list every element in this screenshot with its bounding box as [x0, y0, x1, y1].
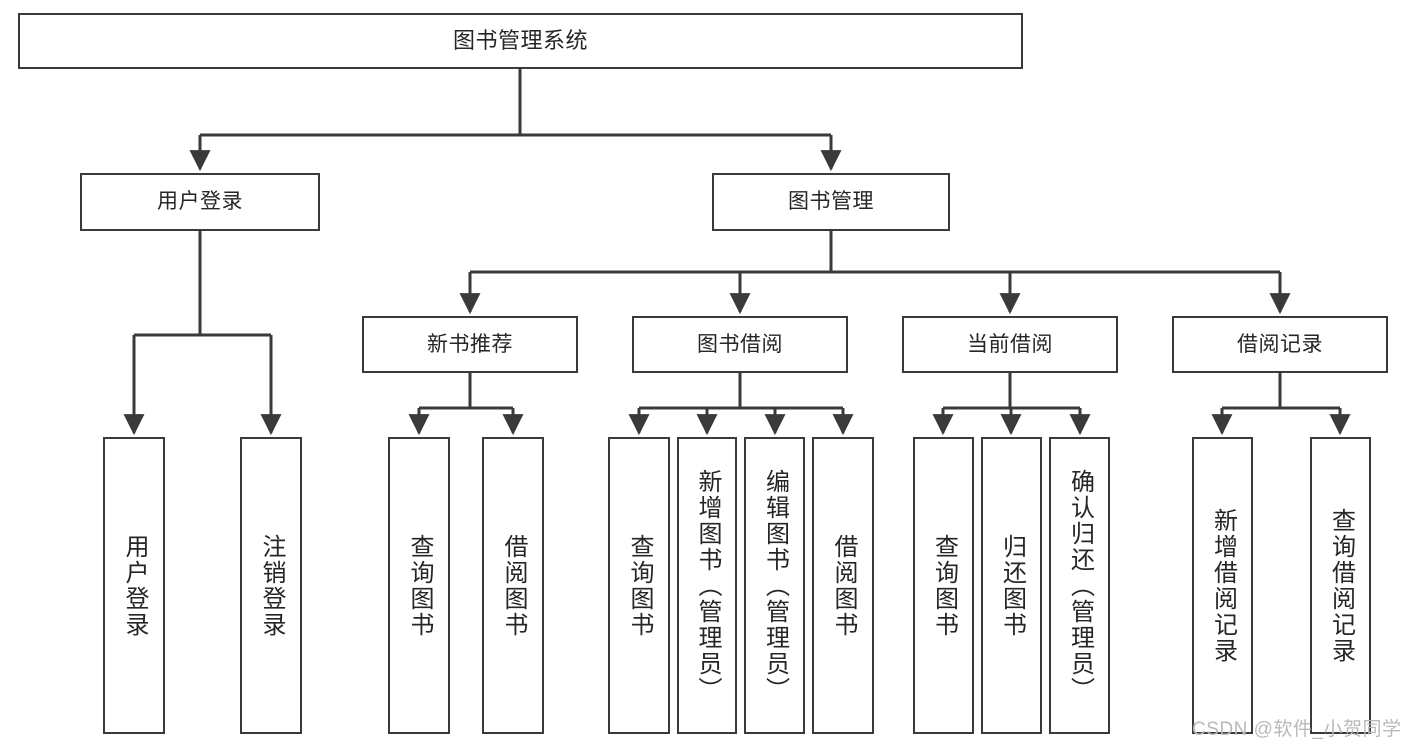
node-leaf-logout-label: 注销登录 — [257, 533, 285, 638]
node-leaf-return-book-label: 归还图书 — [998, 533, 1026, 638]
node-leaf-user-login[interactable]: 用户登录 — [103, 437, 165, 734]
node-book-manage[interactable]: 图书管理 — [712, 173, 950, 231]
node-leaf-query-book-2-label: 查询图书 — [625, 533, 653, 638]
node-leaf-add-book[interactable]: 新增图书（管理员） — [677, 437, 737, 734]
node-leaf-add-record[interactable]: 新增借阅记录 — [1192, 437, 1253, 734]
node-current-borrow-label: 当前借阅 — [967, 332, 1053, 356]
node-leaf-borrow-book-2[interactable]: 借阅图书 — [812, 437, 874, 734]
node-book-manage-label: 图书管理 — [788, 190, 874, 214]
csdn-watermark: CSDN @软件_小贺同学 — [1192, 719, 1402, 740]
node-leaf-add-record-label: 新增借阅记录 — [1209, 507, 1237, 664]
node-book-borrow[interactable]: 图书借阅 — [632, 316, 848, 373]
node-current-borrow[interactable]: 当前借阅 — [902, 316, 1118, 373]
node-root-label: 图书管理系统 — [452, 27, 588, 53]
node-new-book-rec[interactable]: 新书推荐 — [362, 316, 578, 373]
node-root[interactable]: 图书管理系统 — [18, 13, 1023, 69]
node-leaf-query-book-3[interactable]: 查询图书 — [913, 437, 974, 734]
node-borrow-record-label: 借阅记录 — [1237, 332, 1323, 356]
node-leaf-edit-book[interactable]: 编辑图书（管理员） — [744, 437, 805, 734]
node-user-login[interactable]: 用户登录 — [80, 173, 320, 231]
node-user-login-label: 用户登录 — [157, 190, 243, 214]
node-leaf-confirm-return-label: 确认归还（管理员） — [1066, 468, 1094, 703]
node-leaf-query-book-1[interactable]: 查询图书 — [388, 437, 450, 734]
node-leaf-borrow-book-2-label: 借阅图书 — [829, 533, 857, 638]
node-leaf-return-book[interactable]: 归还图书 — [981, 437, 1042, 734]
node-leaf-query-book-2[interactable]: 查询图书 — [608, 437, 670, 734]
node-leaf-borrow-book-1-label: 借阅图书 — [499, 533, 527, 638]
node-borrow-record[interactable]: 借阅记录 — [1172, 316, 1388, 373]
node-leaf-query-book-1-label: 查询图书 — [405, 533, 433, 638]
node-leaf-query-record[interactable]: 查询借阅记录 — [1310, 437, 1371, 734]
node-leaf-query-book-3-label: 查询图书 — [930, 533, 958, 638]
node-leaf-add-book-label: 新增图书（管理员） — [693, 468, 721, 703]
node-book-borrow-label: 图书借阅 — [697, 332, 783, 356]
node-leaf-borrow-book-1[interactable]: 借阅图书 — [482, 437, 544, 734]
node-leaf-user-login-label: 用户登录 — [120, 533, 148, 638]
node-leaf-edit-book-label: 编辑图书（管理员） — [761, 468, 789, 703]
node-leaf-logout[interactable]: 注销登录 — [240, 437, 302, 734]
node-leaf-confirm-return[interactable]: 确认归还（管理员） — [1049, 437, 1110, 734]
node-new-book-rec-label: 新书推荐 — [427, 332, 513, 356]
node-leaf-query-record-label: 查询借阅记录 — [1327, 507, 1355, 664]
